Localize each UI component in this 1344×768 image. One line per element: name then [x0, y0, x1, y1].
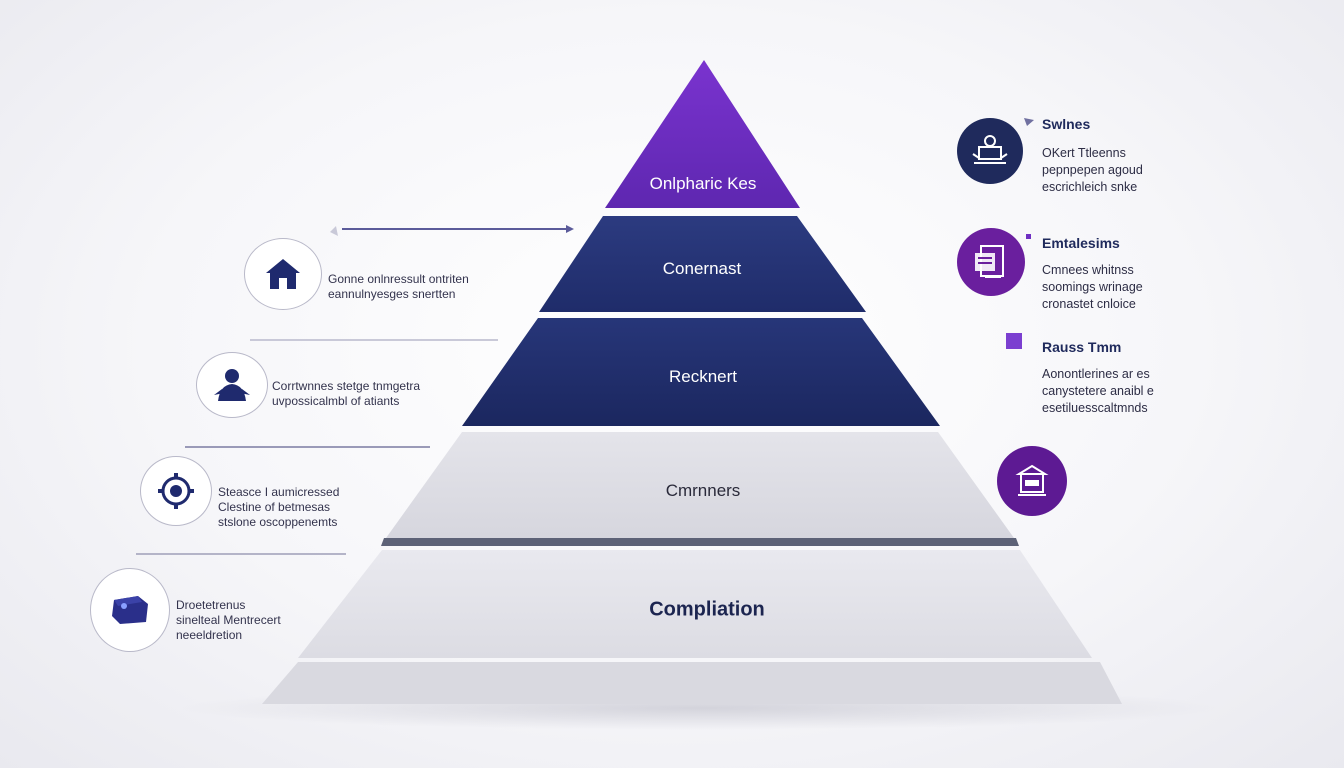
left-item-3-line-2: Clestine of betmesas — [218, 500, 331, 514]
tier-1-label: Onlpharic Kes — [649, 174, 757, 193]
pyramid-tier-2 — [539, 216, 866, 312]
left-item-3-line-1: Steasce I aumicressed — [218, 485, 340, 499]
left-item-4-line-2: sinelteal Mentrecert — [176, 613, 281, 627]
left-item-2-line-2: uvpossicalmbl of atiants — [272, 394, 400, 408]
accent-dot — [1026, 234, 1031, 239]
left-item-1-circle — [244, 238, 322, 310]
right-item-4-badge — [997, 446, 1067, 516]
right-item-1-badge — [957, 118, 1023, 184]
square-icon — [1006, 333, 1022, 349]
left-item-1-line-1: Gonne onlnressult ontriten — [328, 272, 469, 286]
right-item-1-desc: OKert Ttleenns pepnpepen agoud escrichle… — [1042, 145, 1143, 196]
right-item-3-desc: Aonontlerines ar es canystetere anaibl e… — [1042, 366, 1154, 417]
right-item-2-line-2: soomings wrinage — [1042, 280, 1143, 294]
pyramid-tier-4 — [386, 432, 1014, 538]
left-item-2-circle — [196, 352, 268, 418]
left-item-4-text: Droetetrenus sinelteal Mentrecert neeeld… — [176, 598, 281, 643]
tier-4-label: Cmrnners — [665, 481, 741, 500]
left-item-2-text: Corrtwnnes stetge tnmgetra uvpossicalmbl… — [272, 379, 420, 409]
tier-3-label: Recknert — [668, 367, 738, 386]
pyramid-base-slab — [262, 662, 1122, 704]
building-icon — [1015, 464, 1049, 496]
document-icon — [975, 245, 1004, 278]
pyramid-tier-3 — [462, 318, 940, 426]
right-item-2-desc: Cmnees whitnss soomings wrinage cronaste… — [1042, 262, 1143, 313]
right-item-3-title: Rauss Tmm — [1042, 339, 1122, 355]
right-item-1-line-3: escrichleich snke — [1042, 180, 1138, 194]
left-item-4-line-3: neeeldretion — [176, 628, 243, 642]
pyramid-tier-1 — [605, 60, 800, 208]
box-icon — [112, 596, 148, 624]
right-item-1-line-1: OKert Ttleenns — [1042, 146, 1126, 160]
left-item-3-line-3: stslone oscoppenemts — [218, 515, 338, 529]
right-item-2-line-1: Cmnees whitnss — [1042, 263, 1134, 277]
connector-arrow — [566, 225, 574, 233]
left-item-3-circle — [140, 456, 212, 526]
workstation-icon — [972, 135, 1008, 164]
left-item-2-line-1: Corrtwnnes stetge tnmgetra — [272, 379, 421, 393]
connector-tick — [1024, 118, 1034, 126]
tier-2-label: Conernast — [662, 259, 742, 278]
right-item-2-title: Emtalesims — [1042, 235, 1120, 251]
house-icon — [266, 259, 300, 289]
left-item-1-line-2: eannulnyesges snertten — [328, 287, 456, 301]
right-item-2-badge — [957, 228, 1025, 296]
right-item-2-line-3: cronastet cnloice — [1042, 297, 1136, 311]
left-item-3-text: Steasce I aumicressed Clestine of betmes… — [218, 485, 339, 530]
left-item-4-circle — [90, 568, 170, 652]
right-item-1-title: Swlnes — [1042, 116, 1091, 132]
gear-icon — [158, 473, 194, 509]
right-item-3-line-3: esetiluesscaltmnds — [1042, 401, 1148, 415]
connector-tick — [330, 226, 338, 236]
right-item-1-line-2: pepnpepen agoud — [1042, 163, 1143, 177]
left-item-4-line-1: Droetetrenus — [176, 598, 246, 612]
person-icon — [214, 369, 250, 401]
right-item-3-line-2: canystetere anaibl e — [1042, 384, 1154, 398]
pyramid-tier-5 — [298, 550, 1092, 658]
tier-divider — [381, 538, 1019, 546]
tier-5-label: Compliation — [649, 598, 765, 621]
right-item-3-line-1: Aonontlerines ar es — [1042, 367, 1150, 381]
left-item-1-text: Gonne onlnressult ontriten eannulnyesges… — [328, 272, 469, 302]
